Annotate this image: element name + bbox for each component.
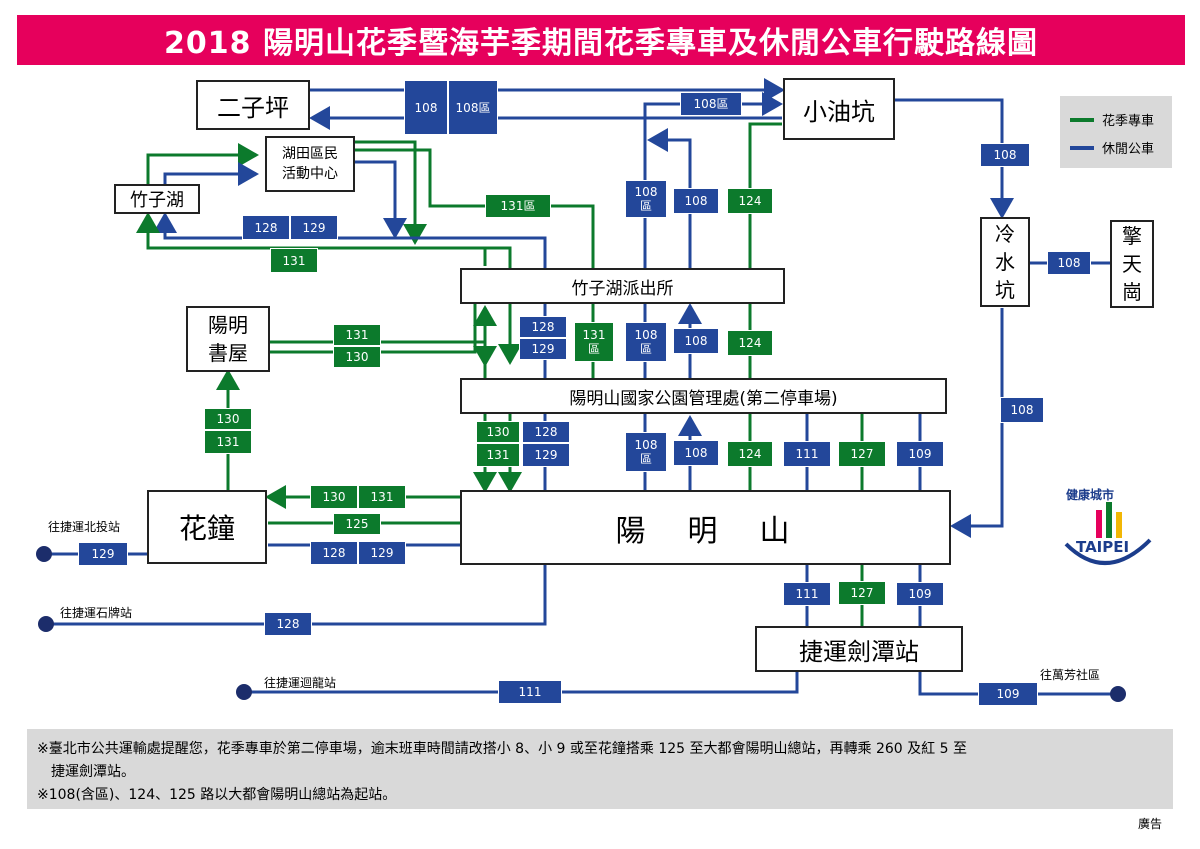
route-label: 108 區	[625, 322, 667, 362]
route-label: 131	[270, 248, 318, 273]
route-label: 131	[204, 430, 252, 454]
route-label: 108	[404, 80, 448, 135]
note-line: 捷運劍潭站。	[37, 764, 135, 780]
route-label: 124	[727, 330, 773, 356]
route-label: 108	[1000, 397, 1044, 423]
route-label: 108	[980, 143, 1030, 167]
route-label: 124	[727, 441, 773, 467]
route-label: 109	[896, 441, 944, 467]
station-erziping[interactable]: 二子坪	[196, 80, 310, 130]
route-label: 129	[290, 215, 338, 240]
route-label: 109	[896, 582, 944, 606]
note-line: ※108(含區)、124、125 路以大都會陽明山總站為起站。	[37, 787, 397, 803]
title-banner: 2018 陽明山花季暨海芋季期間花季專車及休閒公車行駛路線圖	[17, 15, 1185, 65]
route-line	[355, 148, 595, 268]
route-label: 109	[978, 682, 1038, 706]
route-label: 127	[838, 581, 886, 605]
ad-label: 廣告	[1138, 817, 1163, 831]
legend-item-leisure: 休閒公車	[1070, 138, 1154, 157]
route-label: 129	[519, 338, 567, 360]
route-line	[242, 672, 799, 694]
external-wanfang: 往萬芳社區	[1040, 668, 1101, 682]
route-label: 131 區	[574, 322, 614, 362]
route-label: 108區	[448, 80, 498, 135]
legend-label: 花季專車	[1102, 114, 1155, 129]
external-beitou: 往捷運北投站	[48, 520, 121, 534]
route-label: 111	[498, 680, 562, 704]
route-label: 128	[264, 612, 312, 636]
terminal-dot	[236, 684, 252, 700]
route-label: 130	[476, 421, 520, 443]
route-label: 128	[522, 421, 570, 443]
route-label: 129	[358, 541, 406, 565]
route-label: 131	[476, 443, 520, 467]
route-line	[136, 212, 512, 268]
route-label: 108	[673, 440, 719, 466]
route-line	[950, 308, 1004, 538]
route-label: 127	[838, 441, 886, 467]
route-line	[163, 162, 259, 186]
route-label: 108 區	[625, 180, 667, 218]
route-label: 131	[333, 324, 381, 346]
legend-item-special: 花季專車	[1070, 110, 1154, 129]
route-label: 124	[727, 188, 773, 214]
route-label: 125	[333, 513, 381, 535]
station-huazhong[interactable]: 花鐘	[147, 490, 267, 564]
terminal-dot	[38, 616, 54, 632]
route-label: 108	[1047, 251, 1091, 275]
healthy-city-logo	[1064, 502, 1152, 566]
station-jiantan[interactable]: 捷運劍潭站	[755, 626, 963, 672]
route-label: 108	[673, 188, 719, 214]
legend: 花季專車 休閒公車	[1060, 96, 1172, 168]
route-label: 111	[783, 582, 831, 606]
notes-panel: ※臺北市公共運輸處提醒您，花季專車於第二停車場，逾末班車時間請改搭小 8、小 9…	[27, 729, 1173, 809]
route-label: 129	[522, 443, 570, 467]
route-label: 129	[78, 542, 128, 566]
route-label: 108	[673, 328, 719, 354]
legend-label: 休閒公車	[1102, 142, 1155, 157]
route-label: 130	[333, 346, 381, 368]
route-label: 111	[783, 441, 831, 467]
station-shuwu[interactable]: 陽明 書屋	[186, 306, 270, 372]
external-shipai: 往捷運石牌站	[60, 606, 133, 620]
legend-swatch	[1070, 117, 1094, 122]
route-line	[647, 128, 692, 268]
route-line	[748, 122, 782, 268]
route-line	[46, 565, 547, 626]
station-park-hq[interactable]: 陽明山國家公園管理處(第二停車場)	[460, 378, 947, 414]
route-label: 108 區	[625, 432, 667, 472]
page-title: 2018 陽明山花季暨海芋季期間花季專車及休閒公車行駛路線圖	[164, 26, 1038, 61]
terminal-dot	[36, 546, 52, 562]
station-qingtiangang[interactable]: 擎 天 崗	[1110, 220, 1154, 308]
route-label: 108區	[680, 92, 742, 116]
route-line	[895, 98, 1014, 219]
note-line: ※臺北市公共運輸處提醒您，花季專車於第二停車場，逾末班車時間請改搭小 8、小 9…	[37, 741, 967, 757]
route-line	[146, 143, 259, 184]
station-police[interactable]: 竹子湖派出所	[460, 268, 785, 304]
route-line	[355, 160, 407, 239]
station-xiaoyoukeng[interactable]: 小油坑	[783, 78, 895, 140]
station-zhuzihu[interactable]: 竹子湖	[114, 184, 200, 214]
station-lengshuikeng[interactable]: 冷 水 坑	[980, 217, 1030, 307]
external-jiannan: 往捷運迴龍站	[264, 676, 337, 690]
route-line	[153, 212, 547, 268]
station-yangmingshan[interactable]: 陽 明 山	[460, 490, 951, 565]
logo-wordmark: TAIPEI	[1076, 538, 1130, 556]
route-line	[918, 672, 1118, 696]
route-label: 130	[310, 485, 358, 509]
route-label: 130	[204, 408, 252, 430]
logo-title: 健康城市	[1066, 488, 1115, 502]
route-label: 128	[519, 316, 567, 338]
route-label: 131區	[485, 194, 551, 218]
route-label: 128	[310, 541, 358, 565]
route-label: 131	[358, 485, 406, 509]
route-label: 128	[242, 215, 290, 240]
route-line	[355, 140, 427, 245]
legend-swatch	[1070, 145, 1094, 150]
station-hutian[interactable]: 湖田區民 活動中心	[265, 136, 355, 192]
terminal-dot	[1110, 686, 1126, 702]
